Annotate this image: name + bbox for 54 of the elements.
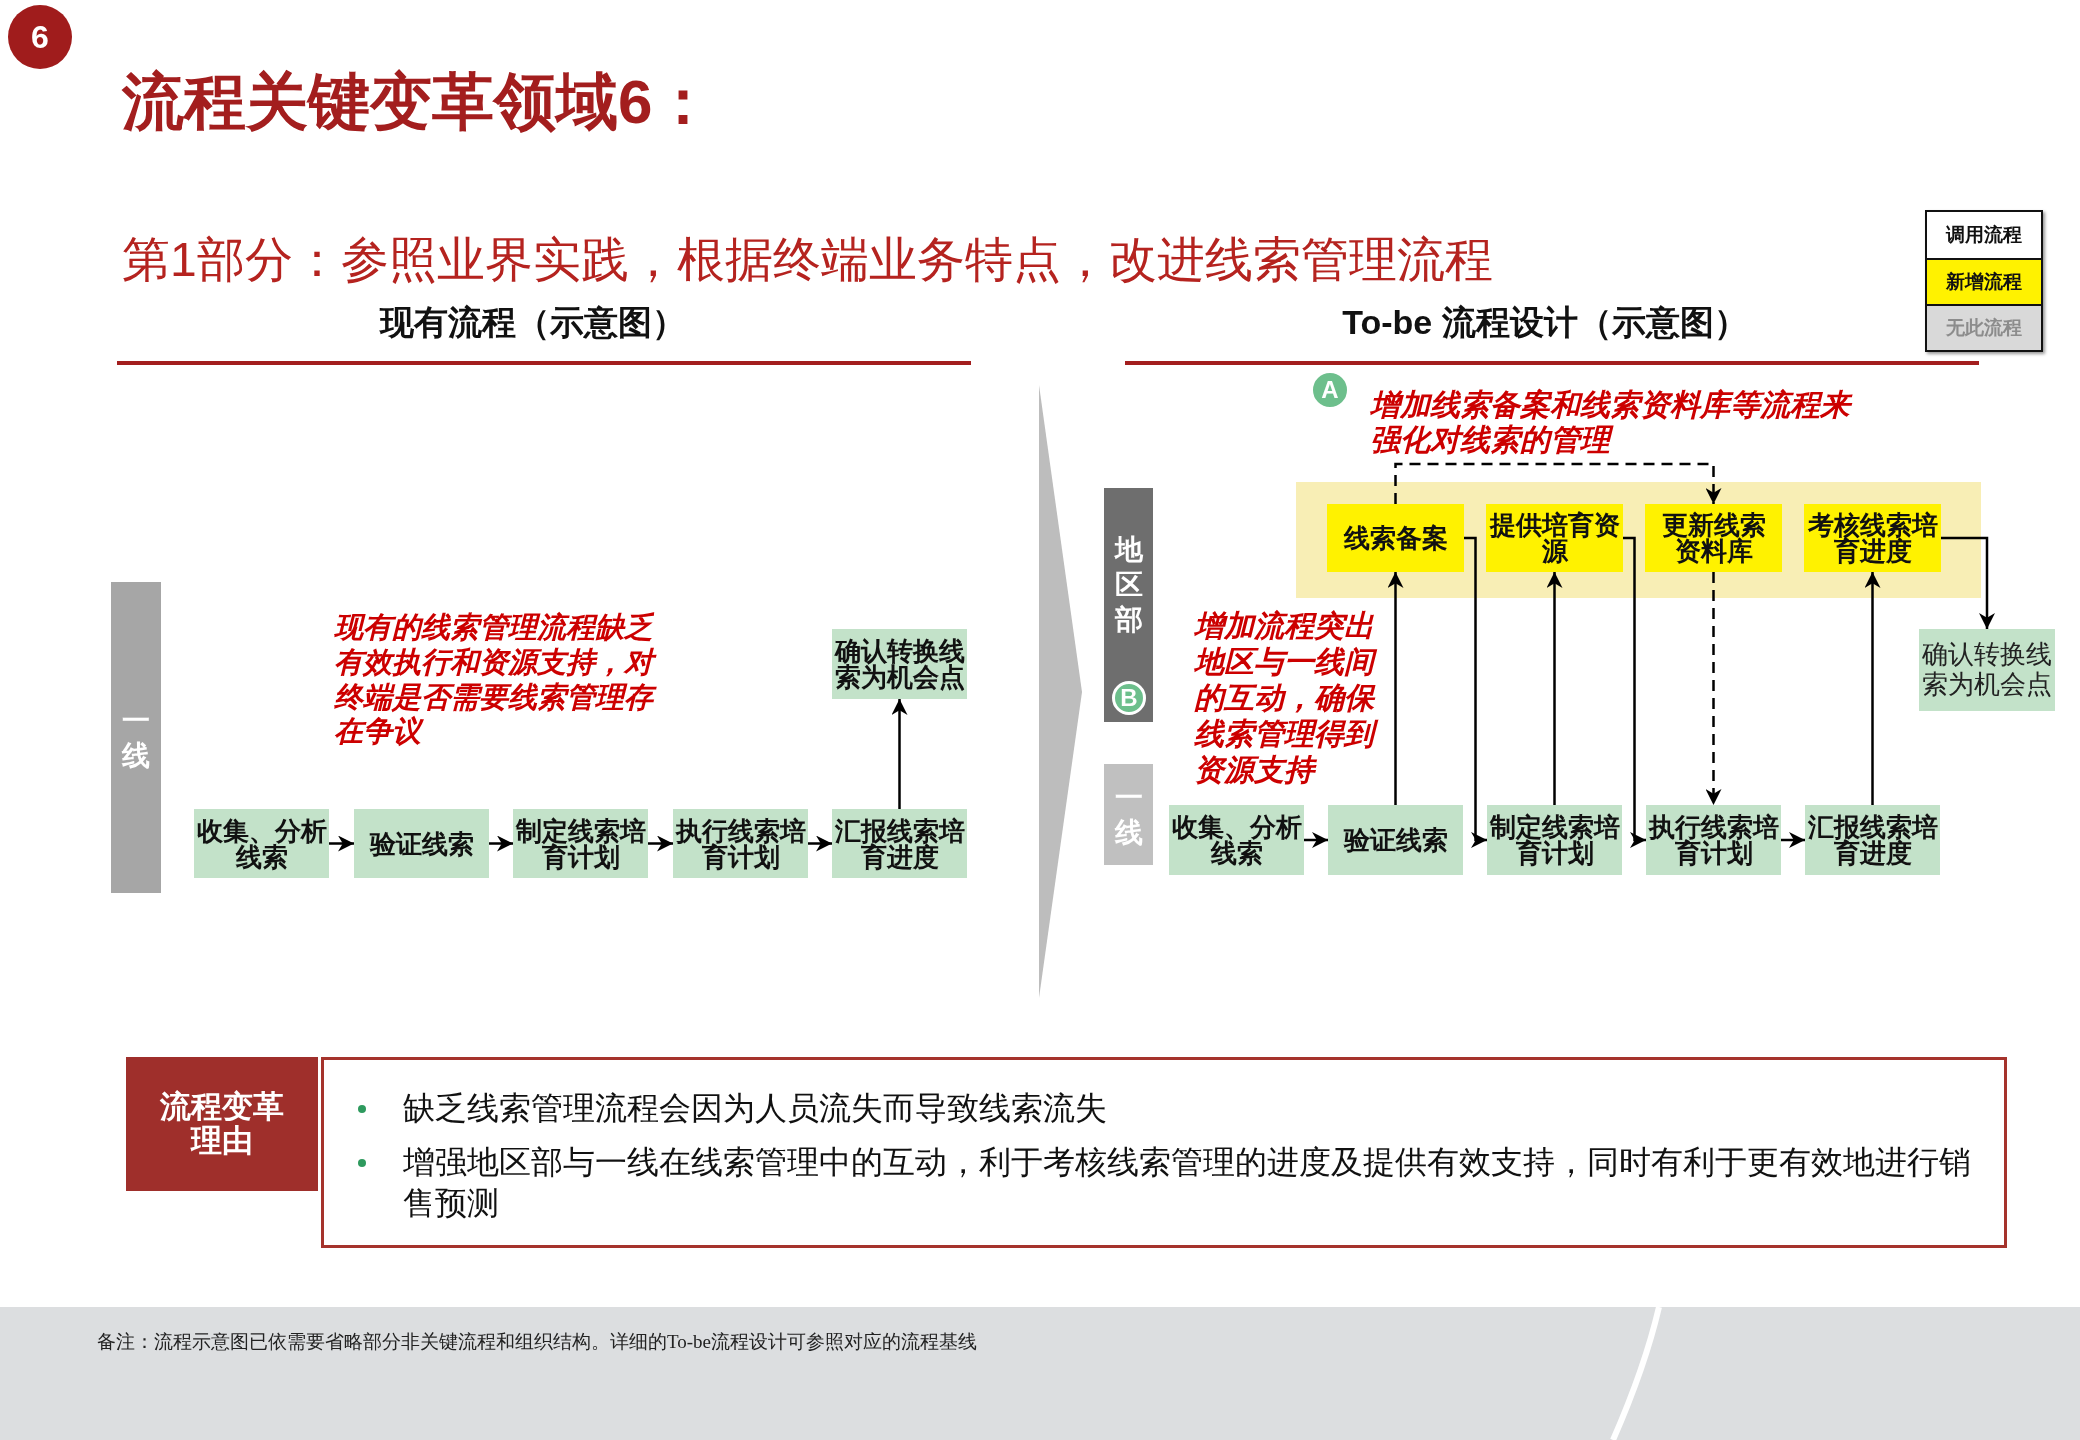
- lane-band: 一线: [1104, 764, 1153, 865]
- lane-label: 地区部: [1113, 533, 1144, 637]
- arrow: [1546, 572, 1563, 805]
- highlight-band: [1296, 482, 1981, 598]
- arrow: [329, 835, 354, 852]
- letter-badge: B: [1112, 681, 1146, 715]
- process-box: 确认转换线索为机会点: [832, 629, 967, 699]
- page-number-badge: 6: [8, 5, 72, 69]
- section-tag: 流程变革理由: [126, 1057, 318, 1191]
- process-box: 汇报线索培育进度: [832, 809, 967, 878]
- annotation-note: 增加线索备案和线索资料库等流程来强化对线索的管理: [1370, 388, 1860, 457]
- process-box: 执行线索培育计划: [1646, 805, 1781, 875]
- arrow: [1864, 572, 1881, 805]
- process-box: 更新线索资料库: [1645, 504, 1782, 572]
- letter-badge: A: [1310, 370, 1350, 410]
- arrow: [648, 835, 673, 852]
- bullet-item: 缺乏线索管理流程会因为人员流失而导致线索流失: [324, 1088, 2004, 1129]
- lane-band: 一线: [111, 582, 161, 893]
- process-box: 线索备案: [1327, 504, 1464, 572]
- arrow: [1705, 572, 1722, 805]
- process-box: 执行线索培育计划: [673, 809, 808, 878]
- legend-item: 新增流程: [1927, 258, 2041, 304]
- legend-item: 调用流程: [1927, 212, 2041, 258]
- process-box: 提供培育资源: [1486, 504, 1623, 572]
- process-box: 制定线索培育计划: [513, 809, 648, 878]
- arrow: [1304, 832, 1328, 848]
- process-box: 考核线索培育进度: [1804, 504, 1941, 572]
- section-heading: To-be 流程设计（示意图）: [1341, 302, 1749, 343]
- footnote: 备注：流程示意图已依需要省略部分非关键流程和组织结构。详细的To-be流程设计可参照对应的流程基线: [97, 1330, 978, 1354]
- annotation-note: 现有的线索管理流程缺乏有效执行和资源支持，对终端是否需要线索管理存在争议: [334, 610, 679, 750]
- process-box: 汇报线索培育进度: [1805, 805, 1940, 875]
- arrow: [1387, 572, 1404, 805]
- bullet-item: 增强地区部与一线在线索管理中的互动，利于考核线索管理的进度及提供有效支持，同时有利于更有效地进行销售预测: [324, 1142, 2004, 1224]
- lane-band: [1104, 488, 1153, 722]
- arrow: [1781, 832, 1805, 848]
- arrow: [808, 835, 832, 852]
- annotation-note: 增加流程突出地区与一线间的互动，确保线索管理得到资源支持: [1194, 608, 1388, 788]
- process-box: 收集、分析线索: [1169, 805, 1304, 875]
- process-box: 验证线索: [354, 809, 489, 878]
- process-box: 制定线索培育计划: [1487, 805, 1622, 875]
- arrow: [1623, 536, 1646, 848]
- arrow: [1464, 536, 1487, 848]
- subtitle: 第1部分：参照业界实践，根据终端业务特点，改进线索管理流程: [122, 232, 1494, 288]
- reason-panel: [321, 1057, 2007, 1248]
- page-title: 流程关键变革领域6：: [122, 68, 715, 137]
- arrow: [1394, 462, 1722, 504]
- process-box: 收集、分析线索: [194, 809, 329, 878]
- section-heading: 现有流程（示意图）: [378, 302, 687, 343]
- arrow: [1941, 536, 1995, 629]
- arrow: [489, 835, 513, 852]
- process-box: 确认转换线索为机会点: [1919, 629, 2055, 711]
- arrow: [891, 699, 908, 809]
- process-box: 验证线索: [1328, 805, 1463, 875]
- legend-item: 无此流程: [1927, 304, 2041, 350]
